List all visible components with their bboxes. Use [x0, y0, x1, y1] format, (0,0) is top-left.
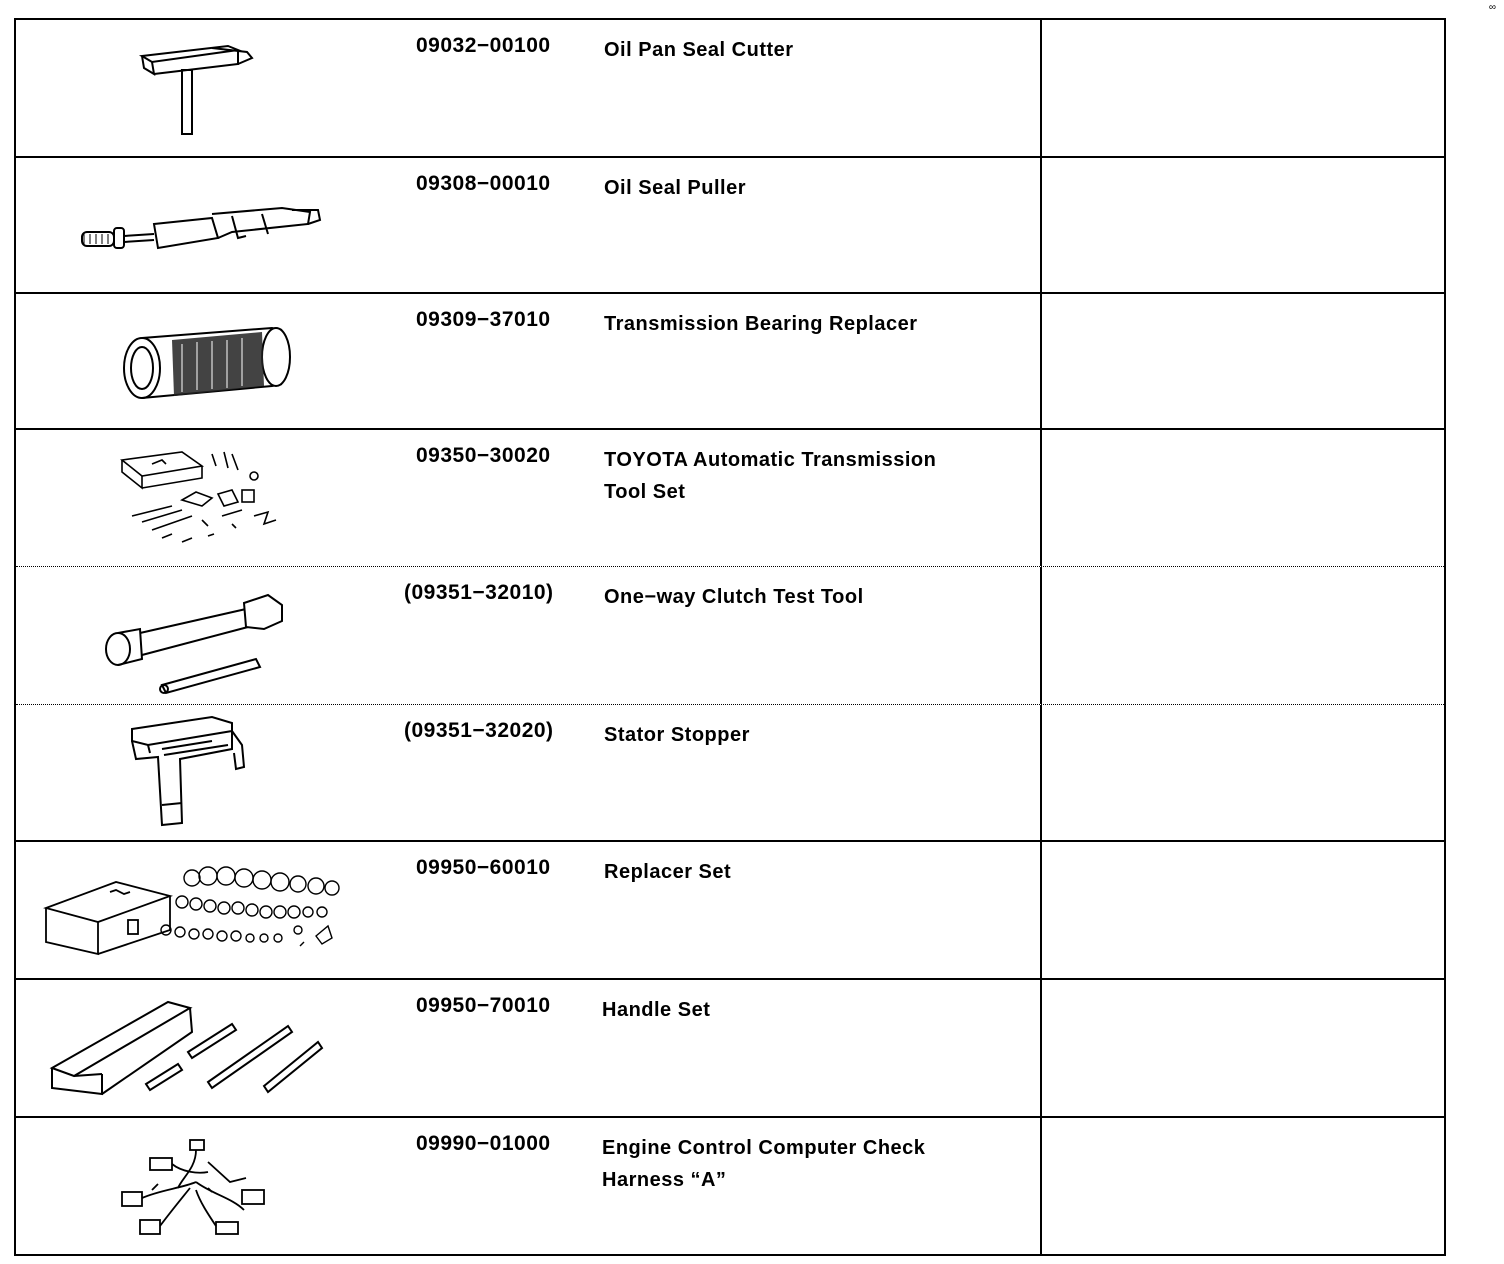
- note-cell: [1042, 158, 1444, 294]
- tool-name: Oil Pan Seal Cutter: [604, 39, 794, 61]
- part-number: 09032−00100: [416, 34, 551, 57]
- tool-name: Engine Control Computer Check Harness “A…: [602, 1137, 926, 1191]
- note-cell: [1042, 567, 1444, 704]
- table-row: 09990−01000 Engine Control Computer Chec…: [16, 1116, 1444, 1256]
- table-row: 09350−30020 TOYOTA Automatic Transmissio…: [16, 428, 1444, 566]
- oil-pan-seal-cutter-drawing: [32, 20, 412, 156]
- bearing-replacer-drawing: [32, 294, 412, 430]
- part-number: 09309−37010: [416, 308, 551, 331]
- note-cell: [1042, 430, 1444, 566]
- handle-set-drawing: [32, 980, 412, 1118]
- clutch-test-tool-drawing: [32, 567, 412, 704]
- tool-name: Replacer Set: [604, 861, 732, 883]
- part-number: 09350−30020: [416, 444, 551, 467]
- note-cell: [1042, 705, 1444, 841]
- table-row: 09309−37010 Transmission Bearing Replace…: [16, 292, 1444, 430]
- table-row: 09032−00100 Oil Pan Seal Cutter: [16, 20, 1444, 156]
- table-row: (09351−32020) Stator Stopper: [16, 704, 1444, 841]
- table-row: 09950−70010 Handle Set: [16, 978, 1444, 1118]
- table-row: 09950−60010 Replacer Set: [16, 840, 1444, 980]
- note-cell: [1042, 980, 1444, 1118]
- note-cell: [1042, 20, 1444, 156]
- tool-name: Handle Set: [602, 999, 711, 1021]
- note-cell: [1042, 1118, 1444, 1256]
- tool-name: One−way Clutch Test Tool: [604, 586, 864, 608]
- part-number: 09308−00010: [416, 172, 551, 195]
- table-row: (09351−32010) One−way Clutch Test Tool: [16, 566, 1444, 704]
- part-number: 09950−60010: [416, 856, 551, 879]
- note-cell: [1042, 294, 1444, 430]
- check-harness-drawing: [32, 1118, 412, 1256]
- part-number: (09351−32010): [404, 581, 554, 604]
- replacer-set-drawing: [32, 842, 412, 980]
- corner-mark: ∞: [1488, 2, 1496, 13]
- part-number: 09990−01000: [416, 1132, 551, 1155]
- tool-name: Stator Stopper: [604, 724, 750, 746]
- oil-seal-puller-drawing: [32, 158, 412, 294]
- tool-name: TOYOTA Automatic Transmission Tool Set: [604, 449, 937, 503]
- part-number: (09351−32020): [404, 719, 554, 742]
- stator-stopper-drawing: [32, 705, 412, 841]
- tool-name: Transmission Bearing Replacer: [604, 313, 918, 335]
- part-number: 09950−70010: [416, 994, 551, 1017]
- tool-name: Oil Seal Puller: [604, 177, 747, 199]
- special-service-tools-table: 09032−00100 Oil Pan Seal Cutter: [14, 18, 1446, 1256]
- note-cell: [1042, 842, 1444, 980]
- tool-set-drawing: [32, 430, 412, 566]
- table-row: 09308−00010 Oil Seal Puller: [16, 156, 1444, 294]
